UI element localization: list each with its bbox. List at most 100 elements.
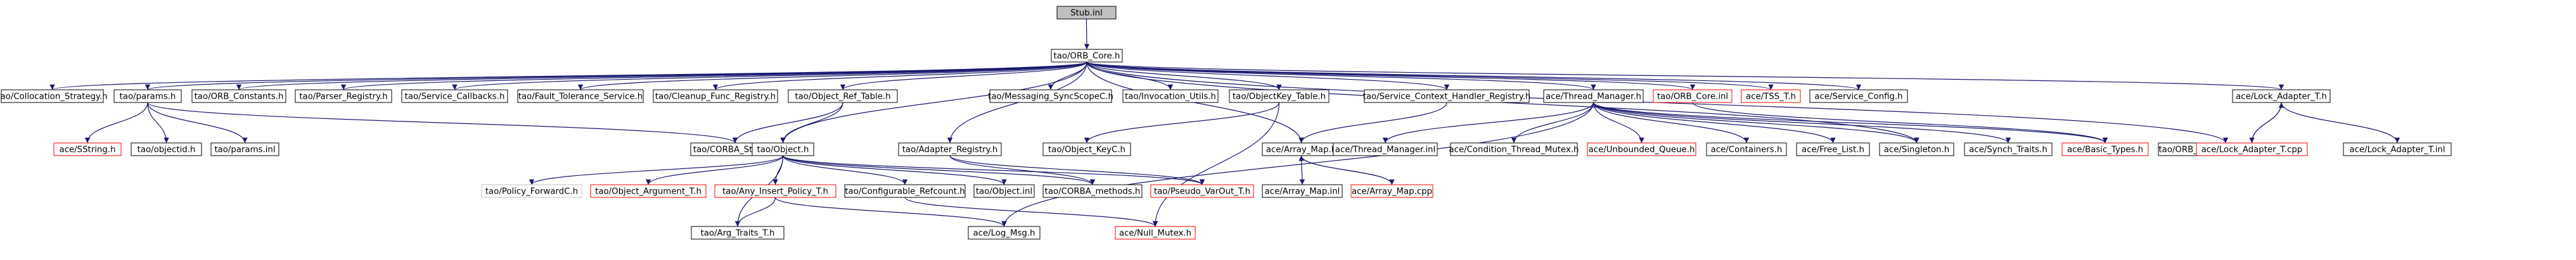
node-label-cleanup_func_registry_h: tao/Cleanup_Func_Registry.h [655, 92, 776, 102]
edge-object_h-to-policy_forwardc_h [529, 155, 784, 185]
node-array_map_cpp[interactable]: ace/Array_Map.cpp [1350, 184, 1433, 198]
node-box-parser_registry_h [295, 89, 392, 103]
node-label-free_list_h: ace/Free_List.h [1802, 145, 1864, 155]
node-singleton_h[interactable]: ace/Singleton.h [1879, 142, 1954, 156]
node-label-object_argument_t_h: tao/Object_Argument_T.h [595, 187, 702, 197]
node-box-objectkey_table_h [1229, 89, 1330, 103]
node-params_inl[interactable]: tao/params.inl [210, 142, 279, 156]
node-lock_adapter_t_cpp[interactable]: ace/Lock_Adapter_T.cpp [2196, 142, 2308, 156]
node-service_callbacks_h[interactable]: tao/Service_Callbacks.h [401, 89, 508, 103]
node-orb_core_h[interactable]: tao/ORB_Core.h [1051, 49, 1123, 63]
node-label-synch_traits_h: ace/Synch_Traits.h [1969, 145, 2047, 155]
node-condition_thread_mutex_h[interactable]: ace/Condition_Thread_Mutex.h [1449, 142, 1579, 156]
edge-object_h-to-any_insert_policy_t_h [772, 155, 784, 185]
edge-object_h-to-configurable_refcount_h [782, 155, 908, 185]
node-unbounded_queue_h[interactable]: ace/Unbounded_Queue.h [1587, 142, 1696, 156]
edge-params_h-to-corba_string_h [147, 102, 738, 144]
node-box-lock_adapter_t_h [2232, 89, 2331, 103]
node-corba_methods_h[interactable]: tao/CORBA_methods.h [1042, 184, 1143, 198]
edge-configurable_refcount_h-to-null_mutex_h [904, 197, 1158, 227]
edge-array_map_cpp-to-array_map_h [1298, 155, 1393, 185]
node-messaging_syncscopec_h[interactable]: tao/Messaging_SyncScopeC.h [988, 89, 1113, 103]
node-orb_core_inl[interactable]: tao/ORB_Core.inl [1653, 89, 1733, 103]
edge-thread_manager_h-to-condition_thread_mutex_h [1511, 102, 1594, 144]
node-box-orb_core_inl [1653, 89, 1733, 103]
node-box-thread_manager_h [1543, 89, 1644, 103]
node-adapter_registry_h[interactable]: tao/Adapter_Registry.h [898, 142, 1002, 156]
node-fault_tolerance_service_h[interactable]: tao/Fault_Tolerance_Service.h [517, 89, 644, 103]
node-lock_adapter_t_inl[interactable]: ace/Lock_Adapter_T.inl [2343, 142, 2452, 156]
node-parser_registry_h[interactable]: tao/Parser_Registry.h [295, 89, 392, 103]
node-arg_traits_t_h[interactable]: tao/Arg_Traits_T.h [691, 226, 785, 240]
node-object_h[interactable]: tao/Object.h [752, 142, 814, 156]
node-box-singleton_h [1879, 142, 1954, 156]
node-invocation_utils_h[interactable]: tao/Invocation_Utils.h [1122, 89, 1219, 103]
node-label-collocation_strategy_h: tao/Collocation_Strategy.h [0, 92, 108, 102]
node-array_map_h[interactable]: ace/Array_Map.h [1262, 142, 1341, 156]
node-tss_t_h[interactable]: ace/TSS_T.h [1741, 89, 1801, 103]
node-box-corba_methods_h [1042, 184, 1143, 198]
node-box-collocation_strategy_h [1, 89, 104, 103]
node-configurable_refcount_h[interactable]: tao/Configurable_Refcount.h [844, 184, 966, 198]
node-synch_traits_h[interactable]: ace/Synch_Traits.h [1964, 142, 2053, 156]
node-thread_manager_h[interactable]: ace/Thread_Manager.h [1543, 89, 1644, 103]
edge-thread_manager_h-to-thread_manager_inl [1382, 102, 1594, 144]
node-free_list_h[interactable]: ace/Free_List.h [1796, 142, 1870, 156]
node-box-stub_inl [1056, 6, 1117, 20]
node-label-service_context_handler_registry_h: tao/Service_Context_Handler_Registry.h [1363, 92, 1531, 102]
node-objectkey_table_h[interactable]: tao/ObjectKey_Table.h [1229, 89, 1330, 103]
edge-orb_core_h-to-parser_registry_h [341, 61, 1087, 90]
node-label-array_map_cpp: ace/Array_Map.cpp [1352, 187, 1432, 197]
node-collocation_strategy_h[interactable]: tao/Collocation_Strategy.h [0, 89, 108, 103]
node-orb_constants_h[interactable]: tao/ORB_Constants.h [191, 89, 286, 103]
node-label-any_insert_policy_t_h: tao/Any_Insert_Policy_T.h [722, 187, 828, 197]
edge-object_h-to-object_argument_t_h [645, 155, 784, 185]
node-label-sstring_h: ace/SString.h [60, 145, 116, 155]
node-label-params_inl: tao/params.inl [214, 145, 275, 155]
node-sstring_h[interactable]: ace/SString.h [53, 142, 122, 156]
edge-orb_core_h-to-service_callbacks_h [452, 61, 1087, 90]
edge-array_map_h-to-array_map_inl [1299, 155, 1305, 185]
edge-adapter_registry_h-to-pseudo_varout_t_h [949, 155, 1205, 185]
node-array_map_inl[interactable]: ace/Array_Map.inl [1262, 184, 1343, 198]
edge-params_h-to-objectid_h [147, 102, 169, 144]
node-box-service_callbacks_h [401, 89, 508, 103]
edge-thread_manager_h-to-log_msg_h [1001, 102, 1594, 227]
edge-orb_core_h-to-object_h [780, 61, 1087, 144]
node-objectid_h[interactable]: tao/objectid.h [131, 142, 202, 156]
node-label-object_inl: tao/Object.inl [976, 187, 1032, 197]
node-null_mutex_h[interactable]: ace/Null_Mutex.h [1115, 226, 1196, 240]
edge-object_ref_table_h-to-corba_string_h [732, 102, 843, 144]
edge-any_insert_policy_t_h-to-arg_traits_t_h [734, 197, 776, 227]
node-any_insert_policy_t_h[interactable]: tao/Any_Insert_Policy_T.h [714, 184, 836, 198]
node-box-objectid_h [131, 142, 202, 156]
node-object_keyc_h[interactable]: tao/Object_KeyC.h [1042, 142, 1131, 156]
node-policy_forwardc_h[interactable]: tao/Policy_ForwardC.h [481, 184, 582, 198]
node-containers_h[interactable]: ace/Containers.h [1706, 142, 1787, 156]
node-stub_inl: Stub.inl [1056, 6, 1117, 20]
node-box-array_map_inl [1262, 184, 1343, 198]
node-basic_types_h[interactable]: ace/Basic_Types.h [2061, 142, 2149, 156]
node-cleanup_func_registry_h[interactable]: tao/Cleanup_Func_Registry.h [653, 89, 778, 103]
node-box-sstring_h [53, 142, 122, 156]
node-box-object_keyc_h [1042, 142, 1131, 156]
edge-lock_adapter_t_cpp-to-lock_adapter_t_h [2251, 102, 2284, 144]
edge-orb_core_h-to-object_ref_table_h [840, 61, 1087, 90]
node-thread_manager_inl[interactable]: ace/Thread_Manager.inl [1333, 142, 1438, 156]
node-pseudo_varout_t_h[interactable]: tao/Pseudo_VarOut_T.h [1150, 184, 1254, 198]
node-label-invocation_utils_h: tao/Invocation_Utils.h [1125, 92, 1216, 102]
edge-object_h-to-pseudo_varout_t_h [782, 155, 1205, 185]
node-service_context_handler_registry_h[interactable]: tao/Service_Context_Handler_Registry.h [1363, 89, 1531, 103]
node-object_inl[interactable]: tao/Object.inl [973, 184, 1035, 198]
node-lock_adapter_t_h[interactable]: ace/Lock_Adapter_T.h [2232, 89, 2331, 103]
node-object_argument_t_h[interactable]: tao/Object_Argument_T.h [590, 184, 707, 198]
node-label-objectid_h: tao/objectid.h [138, 145, 196, 155]
node-service_config_h[interactable]: ace/Service_Config.h [1809, 89, 1908, 103]
node-object_ref_table_h[interactable]: tao/Object_Ref_Table.h [788, 89, 898, 103]
node-label-object_keyc_h: tao/Object_KeyC.h [1048, 145, 1125, 155]
node-params_h[interactable]: tao/params.h [113, 89, 182, 103]
node-label-log_msg_h: ace/Log_Msg.h [973, 229, 1035, 238]
node-log_msg_h[interactable]: ace/Log_Msg.h [968, 226, 1041, 240]
node-label-fault_tolerance_service_h: tao/Fault_Tolerance_Service.h [518, 92, 643, 102]
node-box-basic_types_h [2061, 142, 2149, 156]
